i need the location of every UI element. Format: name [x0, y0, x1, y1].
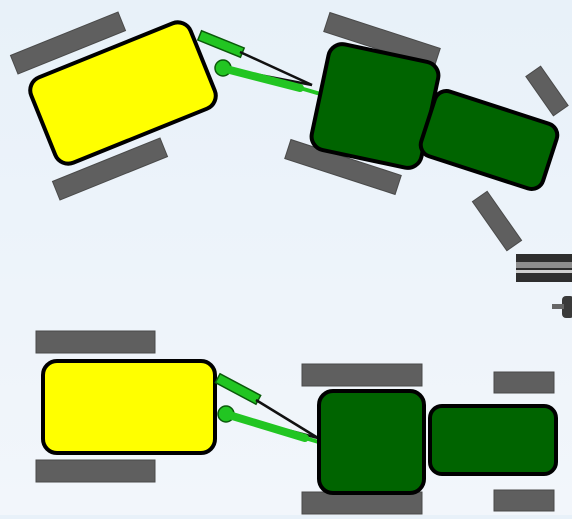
- implement-track-top: [9, 11, 127, 75]
- hitch-link-upper: [255, 398, 319, 440]
- implement-body: [28, 20, 218, 166]
- tractor-rear-track-top: [525, 65, 569, 117]
- turning-view: [9, 11, 572, 318]
- straight-view: [35, 330, 558, 515]
- implement-track-top: [35, 330, 156, 354]
- tractor-rear-body: [418, 89, 560, 191]
- tractor-front-track-top: [301, 363, 423, 387]
- tractor-front-track-bottom: [284, 138, 402, 196]
- hydraulic-cylinder-upper: [196, 29, 246, 59]
- hitch-link-upper: [239, 50, 313, 87]
- implement-track-bottom: [35, 459, 156, 483]
- tractor-rear-track-bottom: [471, 190, 523, 252]
- hydraulic-cylinder-upper: [214, 372, 262, 406]
- hydraulic-cylinder-lower: [225, 411, 309, 442]
- partial-machine-edge: [516, 254, 572, 318]
- tractor-front-track-bottom: [301, 491, 423, 515]
- tractor-rear-body: [428, 404, 558, 476]
- tractor-front-body: [317, 389, 426, 495]
- tractor-rear-track-bottom: [493, 489, 555, 512]
- tractor-rear-track-top: [493, 371, 555, 394]
- implement-body: [41, 359, 217, 455]
- hydraulic-cylinder-lower: [222, 65, 304, 92]
- tractor-front-track-top: [323, 11, 441, 69]
- implement-track-bottom: [51, 137, 169, 201]
